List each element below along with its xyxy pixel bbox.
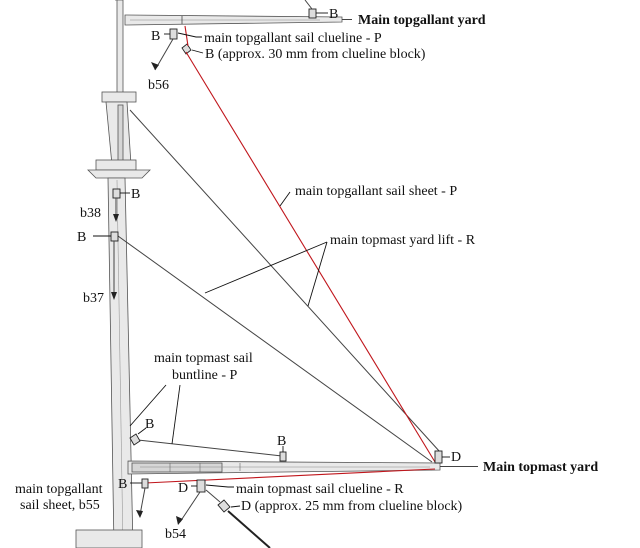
label-clueline-d: D	[178, 481, 188, 496]
sheet-b55-group: B main topgallant sail sheet, b55	[15, 477, 149, 518]
label-buntline-1: main topmast sail	[154, 351, 253, 366]
yard-sling	[131, 462, 223, 473]
label-topmast-lift: main topmast yard lift - R	[330, 233, 476, 248]
label-topgallant-b-note: B (approx. 30 mm from clueline block)	[205, 47, 426, 62]
label-topmast-d-note: D (approx. 25 mm from clueline block)	[241, 499, 463, 514]
topgallant-mast	[115, 0, 124, 101]
buntline-block	[129, 433, 141, 446]
label-clueline-b: B	[151, 29, 160, 44]
mast-block-2	[110, 231, 119, 242]
label-b37: b37	[83, 291, 104, 306]
yard-block-b	[279, 451, 287, 462]
clueline-block	[169, 28, 178, 40]
label-buntline-b: B	[145, 417, 154, 432]
rigging-lines	[117, 51, 441, 463]
label-sheet-2: sail sheet, b55	[20, 498, 100, 513]
doubling	[117, 104, 124, 166]
label-sheet-1: main topgallant	[15, 482, 103, 497]
topgallant-clueline-blocks: B b56 main topgallant sail clueline - P …	[148, 25, 426, 93]
buntline-group: main topmast sail buntline - P B	[129, 351, 253, 446]
label-mast-b2: B	[77, 230, 86, 245]
topmast-clueline-group: D b54 main topmast sail clueline - R D (…	[165, 479, 463, 548]
label-topmast-clueline: main topmast sail clueline - R	[236, 482, 404, 497]
mast-blocks: B b38 B b37	[77, 187, 140, 306]
sheet-block	[141, 478, 149, 489]
label-b38: b38	[80, 206, 101, 221]
main-topmast-yard: B D Main topmast yard	[127, 434, 598, 484]
label-main-topgallant-yard: Main topgallant yard	[358, 13, 486, 28]
topmast-lift-upper	[129, 109, 441, 453]
clueline-d-lower-block	[217, 499, 231, 513]
yard-block-d	[434, 450, 443, 464]
label-yard-b: B	[277, 434, 286, 449]
main-topgallant-yard: B Main topgallant yard	[124, 0, 486, 28]
yard-block-top	[308, 8, 317, 19]
clueline-lower-block	[181, 43, 192, 55]
topmast-clueline-red	[144, 468, 436, 484]
upper-leaders: main topgallant sail sheet - P main topm…	[204, 184, 476, 307]
clueline-d-block	[196, 479, 206, 493]
label-topgallant-sheet: main topgallant sail sheet - P	[295, 184, 457, 199]
topmast-lift-lower	[117, 235, 433, 463]
label-buntline-2: buntline - P	[172, 368, 238, 383]
label-b56: b56	[148, 78, 169, 93]
mast-block-1	[112, 188, 121, 199]
label-mast-b1: B	[131, 187, 140, 202]
lower-cap	[75, 529, 143, 548]
label-yard-d: D	[451, 450, 461, 465]
label-top-b: B	[329, 7, 338, 22]
trestle	[87, 169, 151, 179]
buntline	[137, 439, 283, 457]
cap-upper	[101, 91, 137, 103]
label-sheet-b: B	[118, 477, 127, 492]
label-main-topmast-yard: Main topmast yard	[483, 460, 598, 475]
label-topgallant-clueline: main topgallant sail clueline - P	[204, 31, 382, 46]
topgallant-sheet	[185, 51, 436, 463]
crosstrees	[95, 159, 137, 171]
label-b54: b54	[165, 527, 186, 542]
